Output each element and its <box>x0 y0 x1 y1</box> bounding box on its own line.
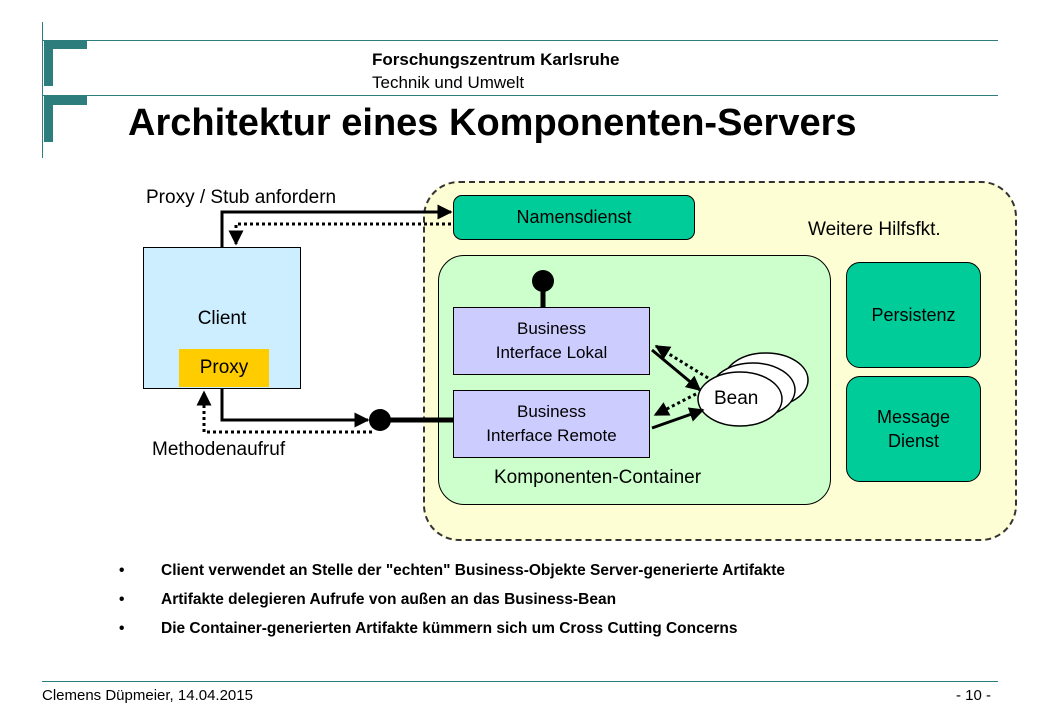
header-rule-vertical <box>42 22 43 158</box>
bi-remote-line1: Business <box>517 402 586 421</box>
bi-local-line1: Business <box>517 319 586 338</box>
business-interface-remote: Business Interface Remote <box>453 390 650 458</box>
bullet-text: Client verwendet an Stelle der "echten" … <box>161 562 786 579</box>
persistence-box: Persistenz <box>846 262 981 368</box>
remote-to-bean-arrow <box>651 407 705 430</box>
bullet-symbol: • <box>119 562 125 579</box>
proxy-stub-request-label: Proxy / Stub anfordern <box>146 187 337 208</box>
logo-bar-bottom <box>44 96 87 105</box>
organization-name: Forschungszentrum Karlsruhe <box>372 50 620 69</box>
bullet-item: • Client verwendet an Stelle der "echten… <box>117 562 997 579</box>
bean-to-remote-arrow <box>653 392 697 417</box>
remote-connector-ball <box>369 409 391 431</box>
request-line <box>220 204 453 247</box>
message-service-line1: Message <box>876 407 951 427</box>
header-rule-bottom <box>42 95 998 96</box>
method-return-line <box>196 390 372 434</box>
bean-front <box>697 371 783 427</box>
bean-to-local-arrow <box>654 344 709 380</box>
bullet-symbol: • <box>119 591 125 608</box>
request-return-line <box>228 222 451 246</box>
bullet-text: Artifakte delegieren Aufrufe von außen a… <box>161 591 617 608</box>
proxy-box: Proxy <box>179 349 269 387</box>
message-service-line2: Dienst <box>887 431 939 451</box>
header-rule-top <box>42 40 998 41</box>
local-to-bean-arrow <box>651 348 702 392</box>
bi-remote-line2: Interface Remote <box>486 426 617 445</box>
method-call-line <box>220 389 370 428</box>
footer-rule <box>42 681 998 682</box>
logo-stem-top <box>44 40 53 86</box>
local-connector-ball <box>532 270 554 292</box>
bullet-item: • Die Container-generierten Artifakte kü… <box>117 620 997 637</box>
logo-bar-top <box>44 40 87 49</box>
message-service-box: Message Dienst <box>846 376 981 482</box>
container-label: Komponenten-Container <box>494 467 702 488</box>
further-functions-label: Weitere Hilfsfkt. <box>808 219 941 240</box>
bullet-list: • Client verwendet an Stelle der "echten… <box>117 562 997 649</box>
logo-stem-bottom <box>44 96 53 142</box>
slide-title: Architektur eines Komponenten-Servers <box>128 102 857 144</box>
bullet-symbol: • <box>119 620 125 637</box>
footer-author-date: Clemens Düpmeier, 14.04.2015 <box>42 687 253 704</box>
method-call-label: Methodenaufruf <box>152 439 286 460</box>
footer-page-number: - 10 - <box>956 687 992 704</box>
naming-service-box: Namensdienst <box>453 195 695 240</box>
bean-label: Bean <box>714 388 759 409</box>
bi-local-line2: Interface Lokal <box>495 343 608 362</box>
bullet-text: Die Container-generierten Artifakte kümm… <box>161 620 738 637</box>
bullet-item: • Artifakte delegieren Aufrufe von außen… <box>117 591 997 608</box>
business-interface-local: Business Interface Lokal <box>453 307 650 375</box>
client-label: Client <box>197 308 247 329</box>
organization-subtitle: Technik und Umwelt <box>372 73 525 92</box>
